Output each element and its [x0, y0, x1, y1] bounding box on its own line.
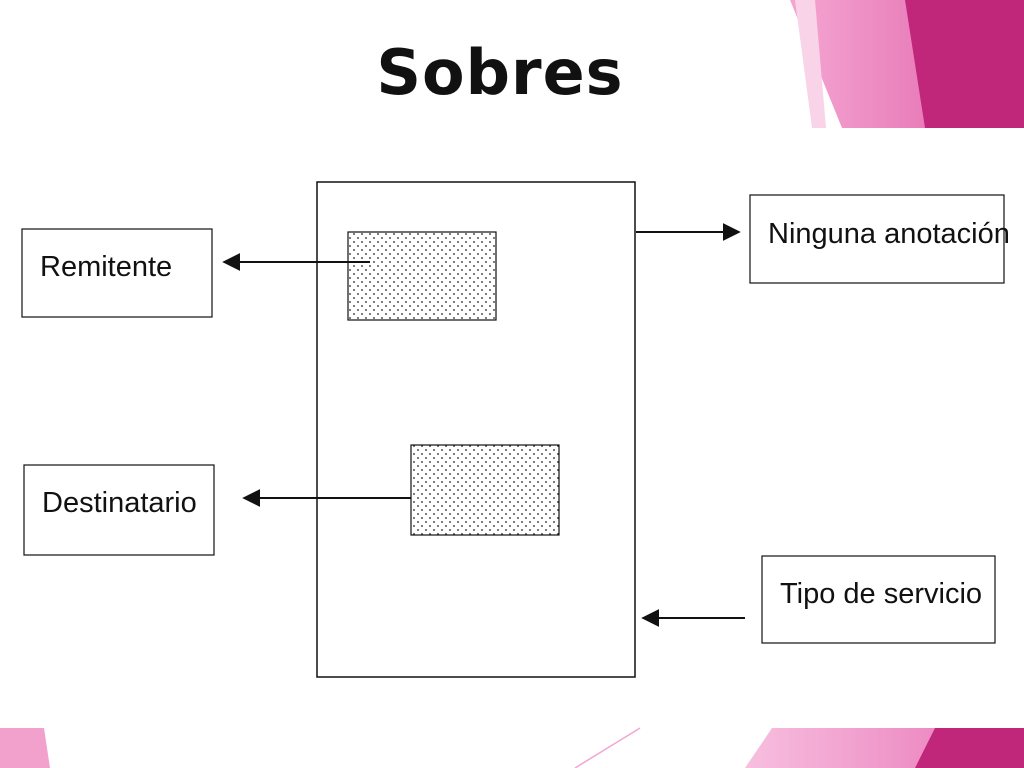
top-ribbon-dark — [905, 0, 1024, 128]
sender-area — [347, 231, 497, 321]
tipo-servicio-box — [761, 555, 996, 644]
recipient-area — [410, 444, 560, 536]
ninguna-anotacion-box — [749, 194, 1005, 284]
destinatario-box — [23, 464, 215, 556]
ninguna-anotacion-label: Ninguna anotación — [768, 218, 1010, 250]
bottom-thin-line — [574, 727, 641, 768]
destinatario-label: Destinatario — [42, 487, 197, 519]
page-title: Sobres — [376, 36, 624, 109]
bottom-right-ribbon-dark — [915, 728, 1024, 768]
remitente-label: Remitente — [40, 251, 172, 283]
top-ribbon-thin — [795, 0, 826, 128]
tipo-servicio-label: Tipo de servicio — [780, 578, 982, 610]
bottom-left-ribbon — [0, 728, 50, 768]
remitente-box — [21, 228, 213, 318]
